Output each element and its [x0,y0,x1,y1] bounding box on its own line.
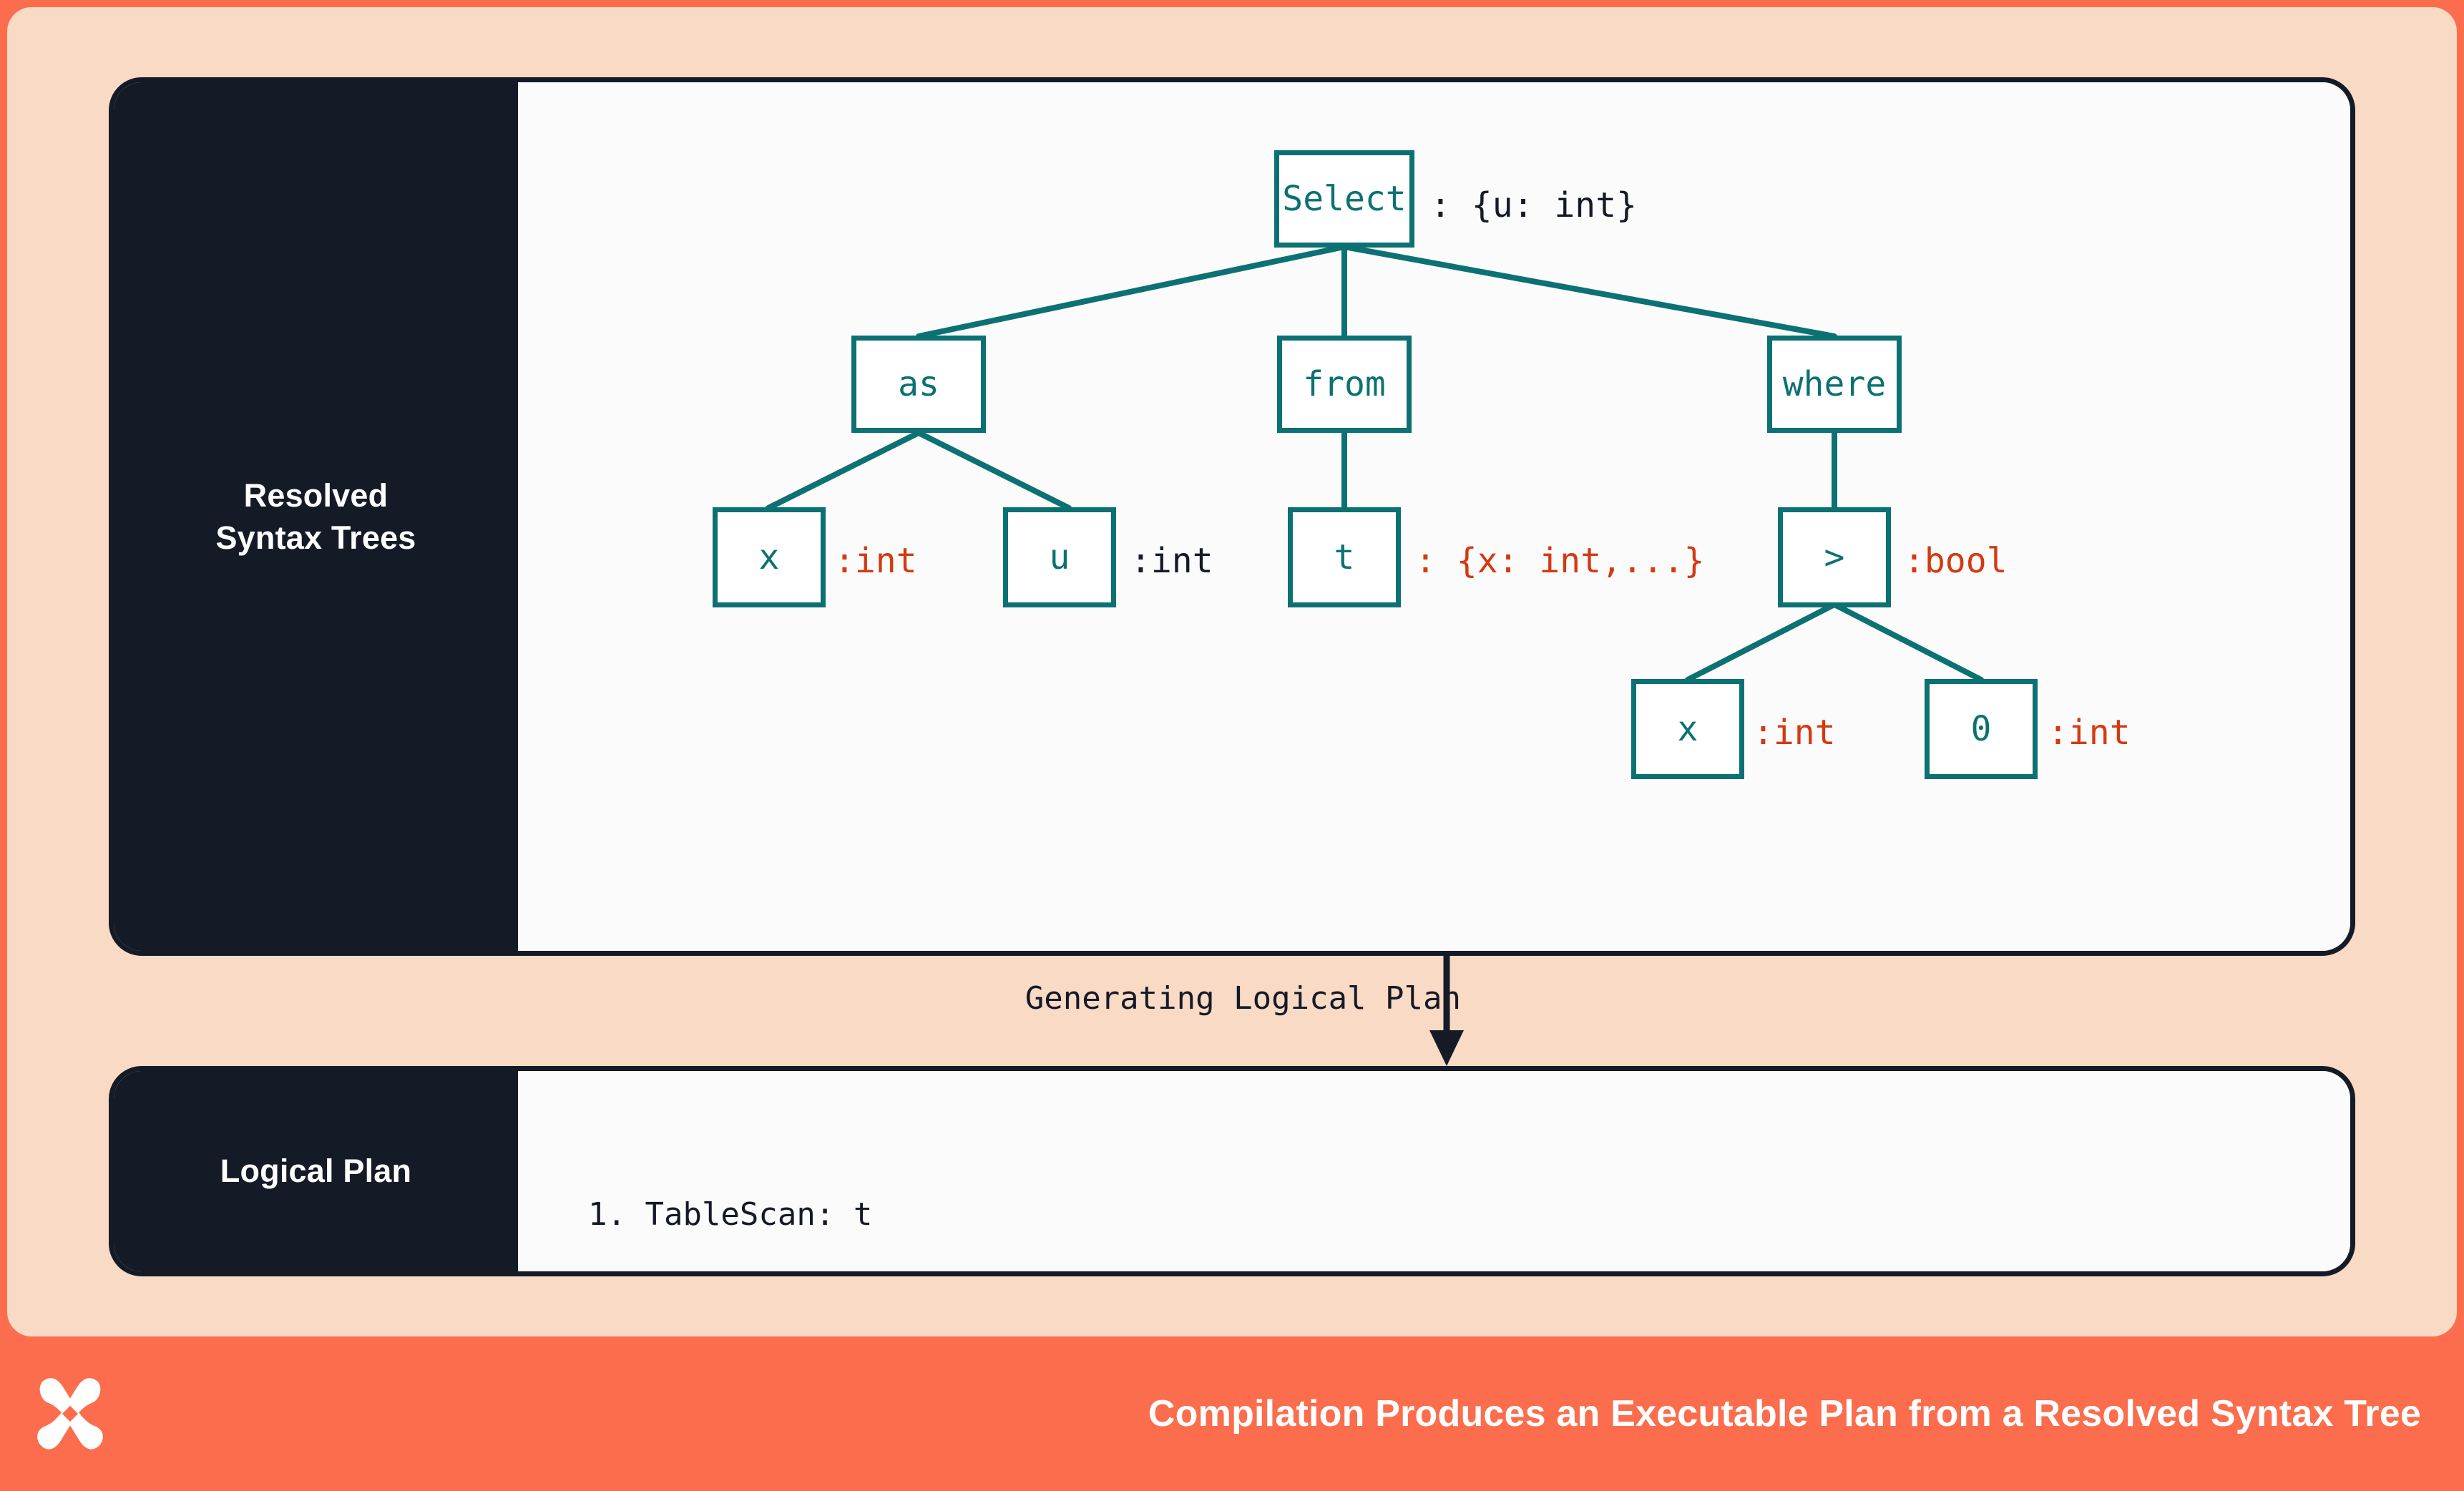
tree-node-as-u-annotation: :int [1130,541,1213,581]
tree-node-as-label: as [898,364,939,404]
footer-bar: Compilation Produces an Executable Plan … [0,1336,2464,1491]
edge-gt-0 [1832,602,1984,683]
tree-node-as-u-label: u [1049,537,1070,577]
tree-node-greater-than-label: > [1824,537,1845,577]
down-arrow-icon [1429,956,1464,1066]
tree-node-from-t-label: t [1334,537,1355,577]
tree-node-as-x-label: x [758,537,780,577]
tree-node-from-label: from [1303,364,1386,404]
logical-plan-label: Logical Plan [114,1071,518,1271]
tree-node-gt-x[interactable]: x [1631,679,1744,779]
tree-node-from-t[interactable]: t [1288,507,1401,607]
logical-plan-steps: 1. TableScan: t 2. Filter: t.x > 0 3. Pr… [588,1098,1024,1271]
tree-node-from[interactable]: from [1277,336,1412,433]
edge-as-x [766,430,921,511]
edge-select-as [916,244,1347,339]
edge-as-u [916,430,1072,511]
tree-node-select-label: Select [1282,179,1407,219]
x-mark-logo-icon [37,1378,103,1450]
logical-plan-step: 1. TableScan: t [588,1196,873,1233]
syntax-tree-area: Select : {u: int} as from where [518,82,2350,951]
syntax-tree-canvas: Select : {u: int} as from where [518,82,2350,951]
tree-node-as-u[interactable]: u [1003,507,1116,607]
tree-edges [766,244,1984,683]
tree-node-from-t-annotation: : {x: int,...} [1415,541,1705,581]
tree-node-where-label: where [1782,364,1887,404]
transition-caption: Generating Logical Plan [1025,980,1461,1017]
tree-node-as[interactable]: as [851,336,986,433]
tree-node-gt-x-label: x [1677,709,1698,749]
slide-canvas: Resolved Syntax Trees [7,7,2457,1336]
tree-node-as-x-annotation: :int [834,541,917,581]
tree-node-greater-than[interactable]: > [1778,507,1891,607]
edge-select-where [1341,244,1837,339]
tree-node-select-annotation: : {u: int} [1430,185,1637,225]
panel-label-line-1: Resolved [243,476,388,514]
edge-gt-x [1685,602,1837,683]
tree-node-greater-than-annotation: :bool [1904,541,2008,581]
tree-node-gt-zero[interactable]: 0 [1925,679,2038,779]
tree-node-where[interactable]: where [1767,336,1902,433]
tree-node-gt-zero-label: 0 [1970,709,1992,749]
transition-region: Generating Logical Plan [109,956,2355,1066]
resolved-syntax-trees-panel: Resolved Syntax Trees [109,77,2355,956]
tree-node-gt-x-annotation: :int [1753,713,1836,753]
footer-title: Compilation Produces an Executable Plan … [1148,1393,2421,1434]
tree-node-as-x[interactable]: x [713,507,826,607]
logical-plan-panel: Logical Plan 1. TableScan: t 2. Filter: … [109,1066,2355,1276]
tree-node-select[interactable]: Select [1274,150,1414,248]
logical-plan-body: 1. TableScan: t 2. Filter: t.x > 0 3. Pr… [518,1071,2350,1271]
resolved-syntax-trees-label: Resolved Syntax Trees [114,82,518,951]
panel-label-line-2: Syntax Trees [215,519,416,556]
tree-node-gt-zero-annotation: :int [2048,713,2131,753]
